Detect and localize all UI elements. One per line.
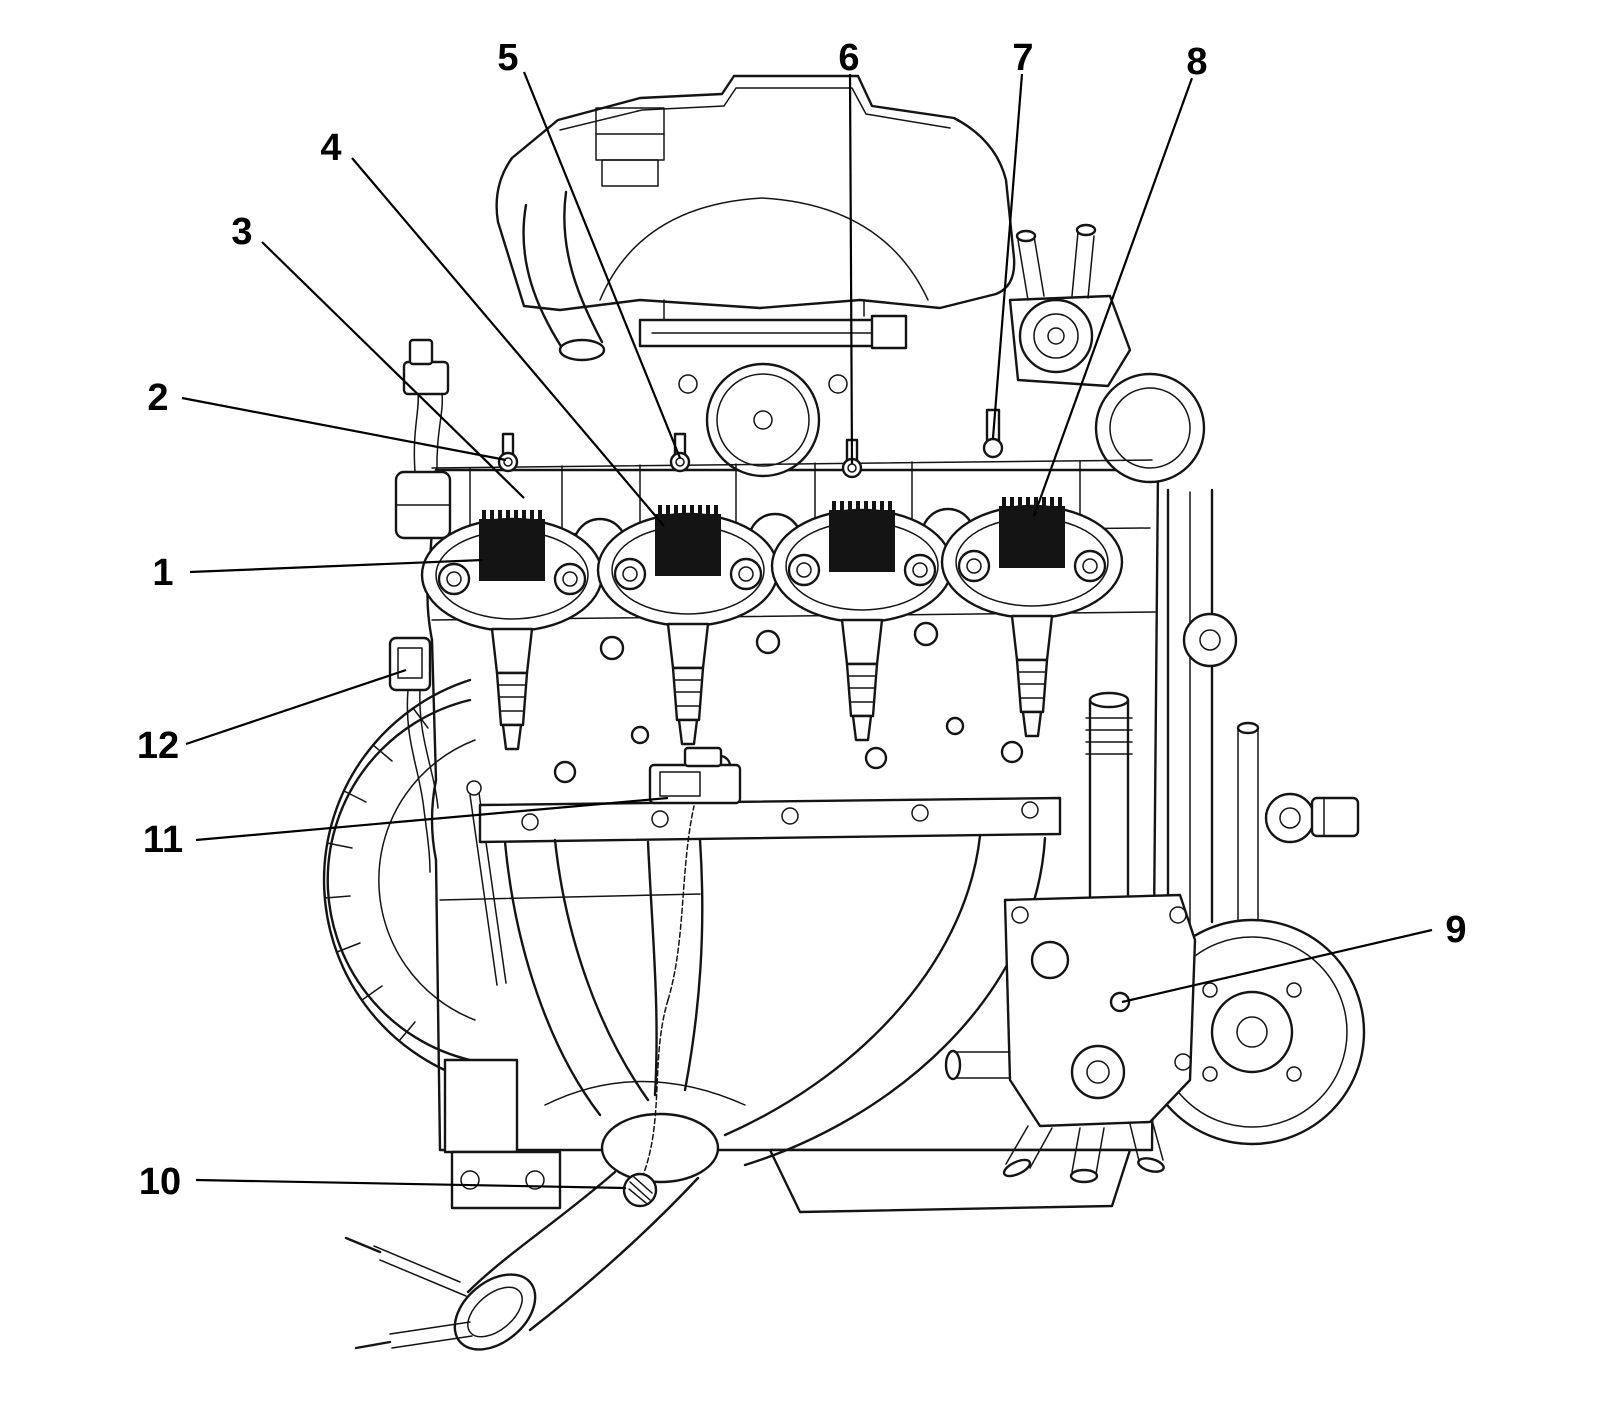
callout-6-leader	[848, 73, 854, 465]
callout-9-label: 9	[1445, 909, 1466, 951]
callout-1-label: 1	[152, 552, 173, 594]
callout-7-label: 7	[1012, 37, 1033, 79]
callout-11-leader	[195, 796, 669, 842]
callout-8-label: 8	[1186, 41, 1207, 83]
intake-cover	[495, 74, 1016, 362]
vacuum-pump	[1008, 223, 1132, 388]
callout-8-leader	[1032, 77, 1194, 517]
callout-9-leader	[1121, 928, 1433, 1004]
crankshaft-position-sensor	[1264, 792, 1360, 844]
flywheel	[322, 678, 562, 1210]
belt-tensioner	[1182, 612, 1238, 668]
callout-2-leader	[181, 396, 507, 462]
harness-connector	[394, 338, 452, 540]
intake-duct	[522, 203, 564, 350]
exhaust-manifold-flange	[478, 796, 1062, 844]
coolant-hose-nipples	[1002, 1119, 1165, 1184]
callout-1-leader	[189, 558, 484, 574]
callout-5-leader	[522, 71, 682, 459]
cam-cover-bolt-left	[497, 432, 519, 473]
callout-10-leader	[195, 1178, 627, 1190]
exhaust-studs	[344, 1236, 473, 1350]
oxygen-sensor	[622, 805, 695, 1208]
belt-drive	[1094, 372, 1366, 1146]
callouts: 1 2 3 4 5 6 7 8 9 10 11 12	[137, 37, 1467, 1203]
harness-bracket	[648, 746, 742, 805]
exhaust-collector	[600, 1112, 720, 1184]
water-pump-assembly	[944, 691, 1197, 1184]
callout-4-label: 4	[320, 127, 341, 169]
engine-art	[322, 74, 1366, 1351]
callout-3-leader	[261, 241, 525, 499]
callout-4-leader	[351, 157, 665, 527]
cam-cover-stud-right	[982, 408, 1004, 459]
callout-6-label: 6	[838, 37, 859, 79]
callout-11-label: 11	[143, 819, 183, 861]
upper-pulley	[1094, 372, 1206, 484]
callout-5-label: 5	[497, 37, 518, 79]
callout-12-leader	[185, 668, 407, 746]
throttle-body	[638, 299, 908, 478]
camshaft-position-sensor	[388, 636, 439, 873]
callout-12-label: 12	[137, 725, 179, 767]
exhaust-manifold	[344, 834, 1047, 1351]
callout-2-label: 2	[147, 377, 168, 419]
callout-10-label: 10	[139, 1161, 181, 1203]
exhaust-flange	[453, 1273, 537, 1351]
callout-3-label: 3	[231, 211, 252, 253]
callout-7-leader	[991, 73, 1024, 439]
